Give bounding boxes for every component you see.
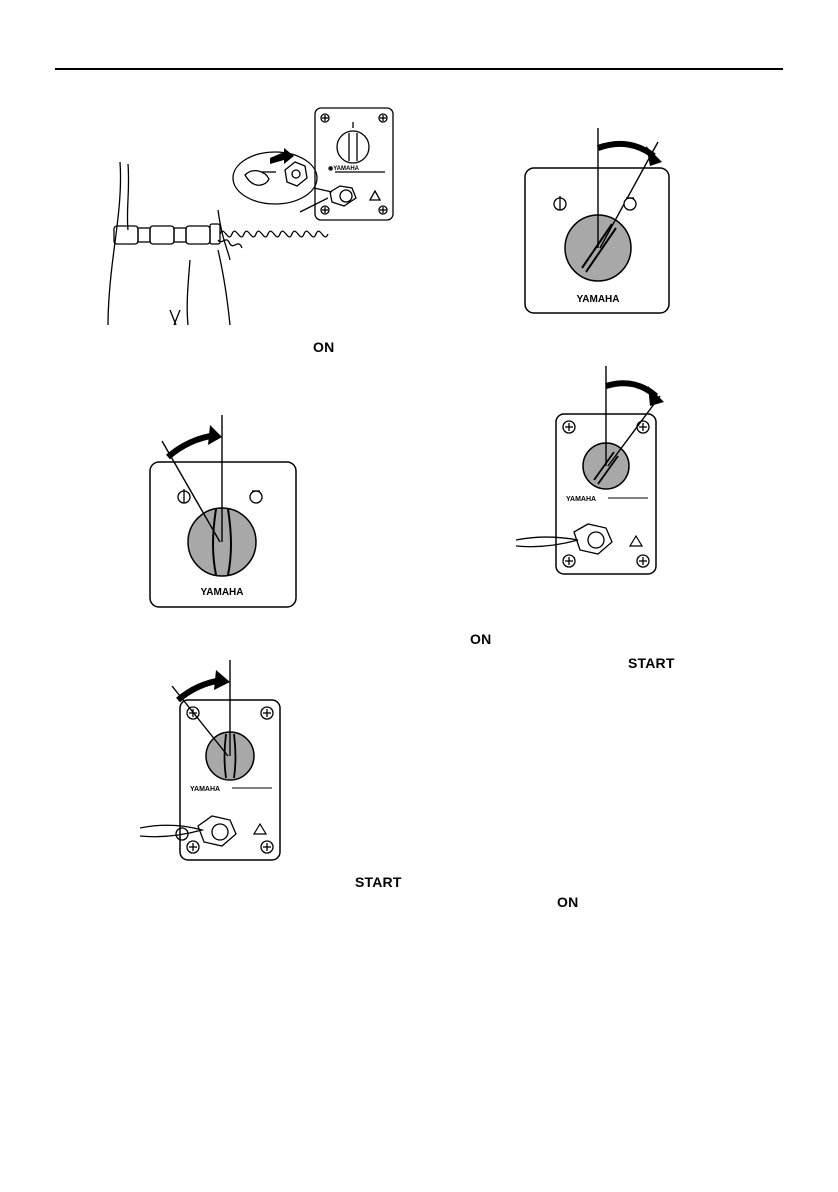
brand-yamaha-small: YAMAHA (566, 496, 596, 503)
label-on-3: ON (557, 894, 578, 910)
brand-yamaha-2: YAMAHA (201, 587, 244, 598)
switch-panel-lanyard-off: YAMAHA (140, 658, 290, 863)
label-on-2: ON (470, 631, 491, 647)
brand-yamaha-small-2: YAMAHA (190, 786, 220, 793)
switch-panel-large-off: YAMAHA (148, 415, 298, 610)
switch-panel-lanyard-turned: YAMAHA (516, 364, 671, 579)
header-rule (55, 68, 783, 70)
switch-panel-large-turned: YAMAHA (520, 120, 680, 320)
svg-text:◉YAMAHA: ◉YAMAHA (328, 166, 360, 172)
lanyard-wrist-illustration: ◉YAMAHA (100, 100, 400, 330)
label-start-1: START (628, 655, 675, 671)
brand-yamaha: YAMAHA (577, 294, 620, 305)
label-on-1: ON (313, 339, 334, 355)
label-start-2: START (355, 874, 402, 890)
